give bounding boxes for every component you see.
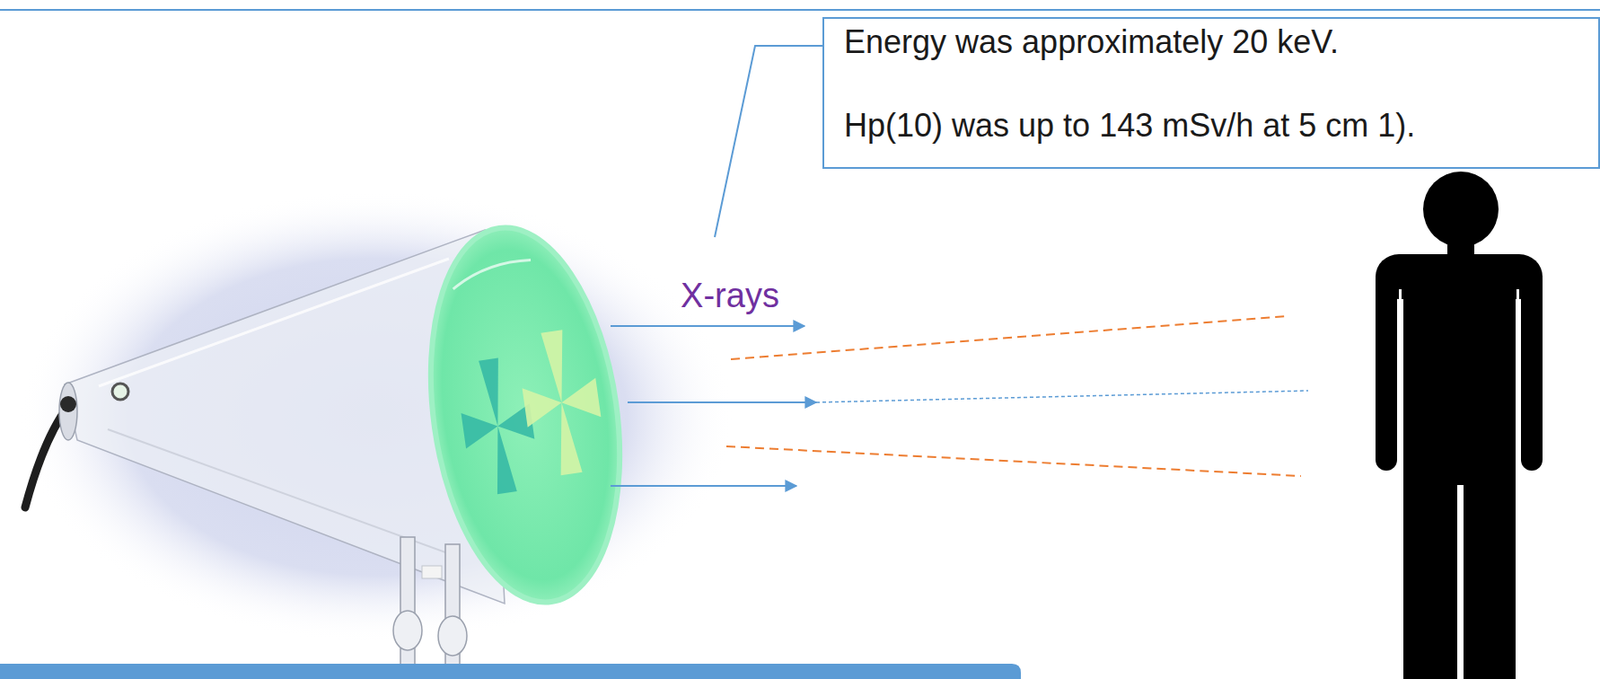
x-rays-label: X-rays	[680, 275, 780, 317]
tube-end	[59, 382, 78, 440]
glass-stand	[400, 536, 415, 679]
fluorescent-face	[408, 215, 642, 615]
beam-edge	[726, 446, 1302, 476]
person-arm	[1375, 269, 1398, 471]
cross-light	[514, 325, 608, 479]
beam-edge	[730, 316, 1288, 360]
arm-gap	[1516, 289, 1520, 473]
x-ray-arrow	[610, 325, 805, 327]
person-arm	[1520, 269, 1543, 471]
stand-bulb	[393, 610, 422, 651]
leader-line	[714, 45, 823, 238]
electrode	[112, 383, 129, 400]
cathode-cap	[60, 395, 77, 413]
maltese-cross	[514, 325, 608, 479]
bottom-bar	[0, 663, 1021, 679]
callout-box: Energy was approximately 20 keV. Hp(10) w…	[822, 17, 1600, 169]
beam-axis	[816, 390, 1309, 403]
callout-text-line: Hp(10) was up to 143 mSv/h at 5 cm 1).	[843, 105, 1584, 145]
x-ray-arrow	[610, 484, 797, 487]
screen-face	[408, 215, 642, 615]
person-leg	[1463, 466, 1516, 679]
top-rule	[0, 8, 1600, 11]
tape	[421, 565, 442, 579]
x-ray-arrow	[627, 401, 817, 404]
photo-backdrop	[19, 190, 735, 643]
person-leg	[1403, 466, 1458, 679]
face-reflection	[450, 259, 534, 290]
glass-reflection	[98, 258, 449, 387]
arm-gap	[1398, 289, 1402, 473]
callout-text: Energy was approximately 20 keV.	[843, 22, 1584, 62]
glass-stand	[445, 544, 460, 679]
person-torso	[1403, 260, 1516, 485]
person	[1375, 171, 1543, 679]
stand-bulb	[438, 615, 467, 656]
